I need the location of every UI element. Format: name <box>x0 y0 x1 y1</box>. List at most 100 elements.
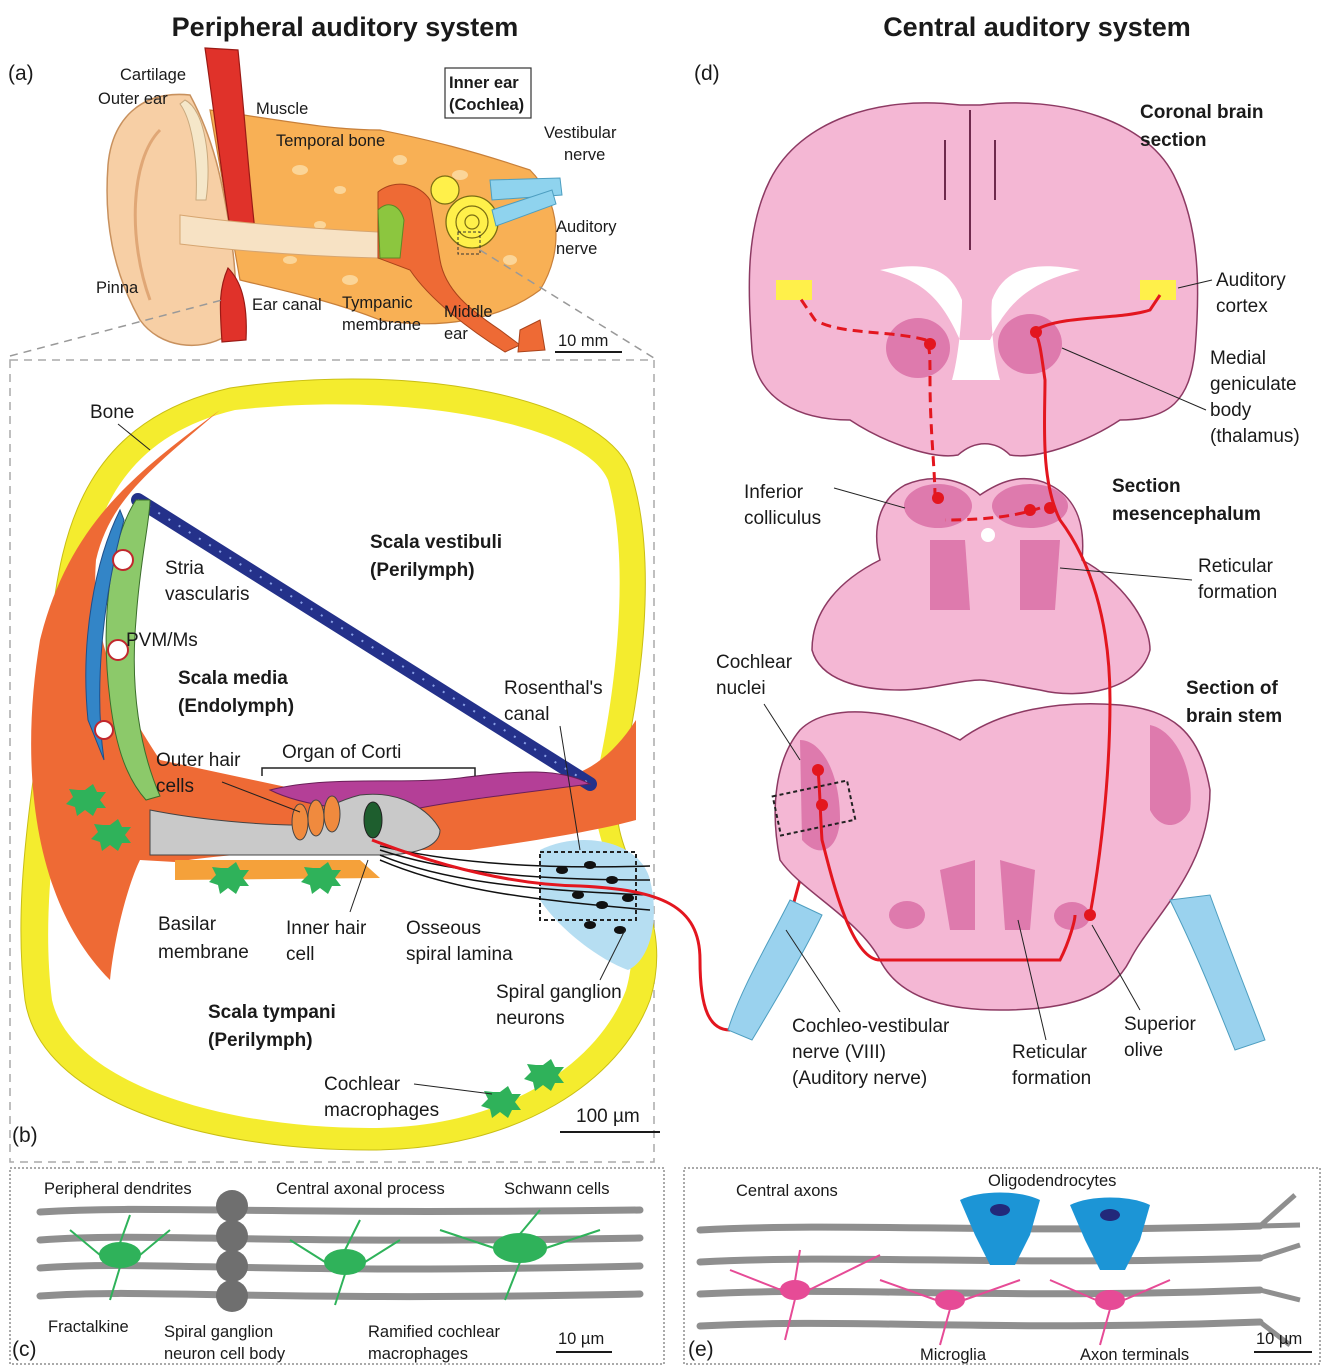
label-superior: Superior <box>1124 1014 1196 1035</box>
label-middle: Middle <box>444 303 493 321</box>
label-inner-hair: Inner hair <box>286 918 367 939</box>
scale-label-a: 10 mm <box>558 332 608 350</box>
label-osseous: Osseous <box>406 918 481 939</box>
panel-e-central-axons: Central axons Oligodendrocytes Microglia… <box>684 1168 1320 1364</box>
label-basilar: Basilar <box>158 914 217 935</box>
label-stria: Stria <box>165 558 205 579</box>
label-auditory-nerve: nerve <box>556 240 597 258</box>
label-scala-tympani: Scala tympani <box>208 1002 336 1023</box>
label-spiral-lamina: spiral lamina <box>406 944 513 965</box>
label-central-axonal: Central axonal process <box>276 1180 445 1198</box>
cochlea-shape <box>446 196 498 248</box>
label-sgn-body-1: Spiral ganglion <box>164 1323 273 1341</box>
label-colliculus: colliculus <box>744 508 821 529</box>
label-mesencephalum: mesencephalum <box>1112 504 1261 525</box>
label-rosenthal-canal: canal <box>504 704 549 725</box>
panel-c-dendrites: Peripheral dendrites Central axonal proc… <box>10 1168 664 1364</box>
panel-b-cochlea-diagram: Bone Scala vestibuli (Perilymph) Stria v… <box>10 360 818 1162</box>
panel-letter-d: (d) <box>694 62 720 85</box>
label-outer-hair-cells: cells <box>156 776 194 797</box>
label-inferior: Inferior <box>744 482 804 503</box>
label-middle-ear: ear <box>444 325 468 343</box>
label-spiral-ganglion: Spiral ganglion <box>496 982 622 1003</box>
label-cochlear: Cochlear <box>324 1074 401 1095</box>
label-ear-canal: Ear canal <box>252 296 322 314</box>
label-scala-vestibuli: Scala vestibuli <box>370 532 502 553</box>
label-olive: olive <box>1124 1040 1163 1061</box>
label-macrophages: macrophages <box>324 1100 439 1121</box>
label-cochleo-vestibular: Cochleo-vestibular <box>792 1016 950 1037</box>
label-sgn-body-2: neuron cell body <box>164 1345 286 1363</box>
label-outer-ear: Outer ear <box>98 90 168 108</box>
label-nerve-viii: nerve (VIII) <box>792 1042 886 1063</box>
label-auditory-nerve-d: (Auditory nerve) <box>792 1068 927 1089</box>
label-vestibular-nerve: nerve <box>564 146 605 164</box>
label-reticular: Reticular <box>1198 556 1274 577</box>
label-basilar-membrane: membrane <box>158 942 249 963</box>
label-peripheral-dendrites: Peripheral dendrites <box>44 1180 192 1198</box>
label-oligodendrocytes: Oligodendrocytes <box>988 1172 1116 1190</box>
panel-letter-a: (a) <box>8 62 34 85</box>
label-reticular-b: Reticular <box>1012 1042 1088 1063</box>
label-ramified-2: macrophages <box>368 1345 468 1363</box>
label-scala-vestibuli-perilymph: (Perilymph) <box>370 560 475 581</box>
label-formation-b: formation <box>1012 1068 1091 1089</box>
label-brain-stem: brain stem <box>1186 706 1282 727</box>
label-organ-of-corti: Organ of Corti <box>282 742 401 763</box>
label-auditory: Auditory <box>556 218 617 236</box>
scale-label-e: 10 µm <box>1256 1330 1302 1348</box>
label-temporal-bone: Temporal bone <box>276 132 385 150</box>
label-tympanic: Tympanic <box>342 294 413 312</box>
label-ramified-1: Ramified cochlear <box>368 1323 501 1341</box>
label-outer-hair: Outer hair <box>156 750 241 771</box>
scale-label-c: 10 µm <box>558 1330 604 1348</box>
label-formation: formation <box>1198 582 1277 603</box>
label-fractalkine: Fractalkine <box>48 1318 129 1336</box>
mesencephalon-section <box>812 479 1150 694</box>
panel-letter-e: (e) <box>688 1338 714 1361</box>
label-cochlea: (Cochlea) <box>449 96 524 114</box>
scale-label-b: 100 µm <box>576 1106 640 1127</box>
label-pvm: PVM/Ms <box>126 630 198 651</box>
label-central-axons: Central axons <box>736 1182 838 1200</box>
header-peripheral: Peripheral auditory system <box>172 12 519 42</box>
label-pinna: Pinna <box>96 279 139 297</box>
label-cochlear-nuclei-1: Cochlear <box>716 652 793 673</box>
label-muscle: Muscle <box>256 100 308 118</box>
brainstem-section <box>775 704 1210 1010</box>
label-body: body <box>1210 400 1252 421</box>
label-scala-media: Scala media <box>178 668 288 689</box>
label-scala-tympani-perilymph: (Perilymph) <box>208 1030 313 1051</box>
label-axon-terminals: Axon terminals <box>1080 1346 1189 1364</box>
label-coronal-section: section <box>1140 130 1207 151</box>
label-section-of: Section of <box>1186 678 1279 699</box>
panel-letter-c: (c) <box>12 1338 37 1361</box>
label-cortex: cortex <box>1216 296 1268 317</box>
label-cartilage: Cartilage <box>120 66 186 84</box>
label-section-mesen: Section <box>1112 476 1181 497</box>
panel-a-ear-diagram: (a) Cartilage Outer ear Muscle <box>8 48 654 358</box>
coronal-section <box>749 103 1197 456</box>
label-medial: Medial <box>1210 348 1266 369</box>
label-auditory-cortex: Auditory <box>1216 270 1286 291</box>
label-cochlear-nuclei-2: nuclei <box>716 678 766 699</box>
label-schwann: Schwann cells <box>504 1180 609 1198</box>
label-vascularis: vascularis <box>165 584 249 605</box>
label-thalamus: (thalamus) <box>1210 426 1300 447</box>
label-scala-media-endolymph: (Endolymph) <box>178 696 294 717</box>
label-inner-ear: Inner ear <box>449 74 519 92</box>
label-microglia: Microglia <box>920 1346 987 1364</box>
label-tympanic-membrane: membrane <box>342 316 421 334</box>
label-geniculate: geniculate <box>1210 374 1297 395</box>
label-vestibular: Vestibular <box>544 124 617 142</box>
label-bone: Bone <box>90 402 134 423</box>
label-neurons: neurons <box>496 1008 565 1029</box>
label-inner-hair-cell: cell <box>286 944 315 965</box>
panel-d-brain-diagram: (d) <box>694 62 1300 1089</box>
header-central: Central auditory system <box>883 12 1191 42</box>
label-coronal: Coronal brain <box>1140 102 1264 123</box>
mgb-left <box>886 318 950 378</box>
panel-letter-b: (b) <box>12 1124 38 1147</box>
label-rosenthal: Rosenthal's <box>504 678 603 699</box>
